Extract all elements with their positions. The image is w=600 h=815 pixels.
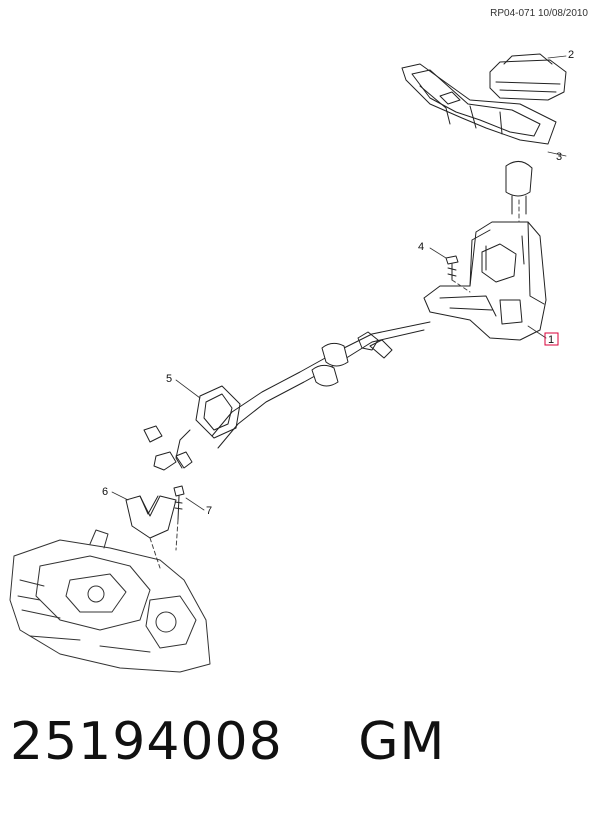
drawing-code: RP04-071 10/08/2010: [490, 8, 588, 19]
callout-2: 2: [568, 49, 574, 61]
leader-lines: [111, 55, 567, 511]
exploded-parts-diagram: 2 3 4 1 5 6 7: [9, 49, 574, 673]
bolt-part-7: [173, 485, 185, 521]
callout-3: 3: [556, 151, 562, 163]
highlighted-part-box: [544, 332, 559, 346]
callout-7: 7: [206, 505, 212, 517]
screw-part-4: [445, 255, 459, 281]
callout-4: 4: [418, 241, 424, 253]
callout-5: 5: [166, 373, 172, 385]
part-number: 25194008: [10, 712, 283, 772]
alignment-lines: [149, 199, 520, 569]
shift-boot-cover: [489, 53, 567, 101]
transmission-housing: [9, 529, 211, 673]
shifter-assembly: [423, 161, 547, 341]
brand-name: GM: [358, 712, 446, 772]
footer-part-label: 25194008 GM: [10, 712, 445, 772]
cable-bracket: [125, 495, 177, 539]
callout-1: 1: [548, 334, 554, 346]
shift-cables: [143, 321, 431, 471]
callout-6: 6: [102, 486, 108, 498]
shift-bezel-frame: [401, 63, 557, 145]
